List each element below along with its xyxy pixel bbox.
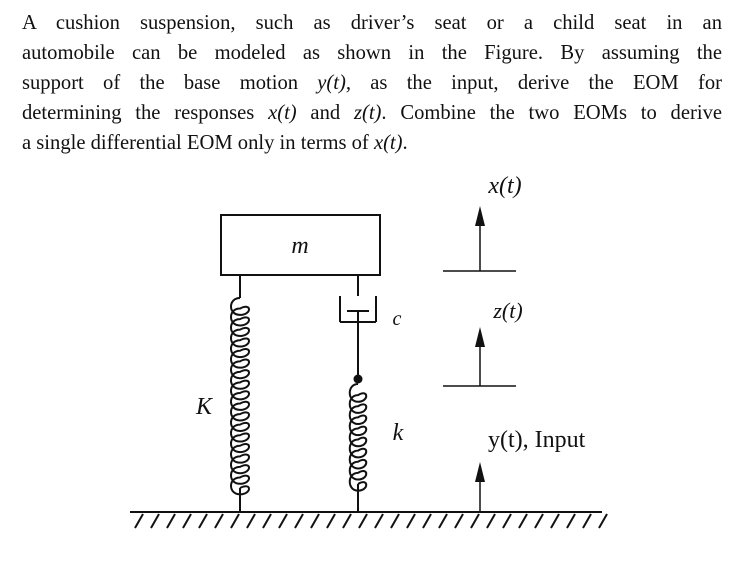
z-arrowhead — [475, 327, 485, 347]
hatch-mark — [486, 513, 496, 529]
hatch-mark — [438, 513, 448, 529]
mass-label: m — [291, 233, 308, 259]
hatch-mark — [502, 513, 512, 529]
hatch-mark — [134, 513, 144, 529]
problem-line-4-text-b: and — [296, 102, 354, 124]
ground-hatching — [134, 513, 608, 529]
damper — [339, 275, 377, 378]
hatch-mark — [230, 513, 240, 529]
hatch-mark — [550, 513, 560, 529]
hatch-mark — [582, 513, 592, 529]
problem-line-1-text: A cushion suspension, such as driver’s s… — [22, 12, 722, 34]
hatch-mark — [246, 513, 256, 529]
hatch-mark — [518, 513, 528, 529]
hatch-mark — [198, 513, 208, 529]
hatch-mark — [406, 513, 416, 529]
hatch-mark — [262, 513, 272, 529]
problem-line-2-text: automobile can be modeled as shown in th… — [22, 42, 722, 64]
math-y-of-t: y(t), — [317, 72, 352, 94]
problem-line-3: support of the base motion y(t), as the … — [22, 68, 722, 98]
z-label: z(t) — [492, 298, 522, 323]
problem-line-4: determining the responses x(t) and z(t).… — [22, 98, 722, 128]
hatch-mark — [214, 513, 224, 529]
hatch-mark — [310, 513, 320, 529]
hatch-mark — [390, 513, 400, 529]
y-arrowhead — [475, 462, 485, 482]
hatch-mark — [150, 513, 160, 529]
hatch-mark — [566, 513, 576, 529]
hatch-mark — [166, 513, 176, 529]
x-reference — [443, 222, 516, 272]
problem-line-3-text-b: as the input, derive the EOM for — [351, 72, 722, 94]
spring-big — [230, 275, 250, 512]
x-label: x(t) — [487, 173, 521, 199]
x-arrowhead — [475, 206, 485, 226]
hatch-mark — [422, 513, 432, 529]
problem-line-5-text-a: a single differential EOM only in terms … — [22, 132, 374, 154]
hatch-mark — [342, 513, 352, 529]
hatch-mark — [326, 513, 336, 529]
hatch-mark — [278, 513, 288, 529]
problem-line-1: A cushion suspension, such as driver’s s… — [22, 8, 722, 38]
problem-line-2: automobile can be modeled as shown in th… — [22, 38, 722, 68]
problem-line-5-text-b: . — [402, 132, 408, 154]
hatch-mark — [534, 513, 544, 529]
mass-block — [220, 214, 381, 276]
damper-label: c — [393, 308, 402, 330]
connection-node — [353, 374, 363, 384]
problem-line-3-text-a: support of the base motion — [22, 72, 318, 94]
z-reference — [443, 343, 516, 387]
math-x-of-t: x(t) — [268, 102, 297, 124]
y-label: y(t), Input — [488, 427, 586, 453]
math-x-of-t-final: x(t) — [373, 132, 403, 154]
problem-statement: A cushion suspension, such as driver’s s… — [22, 8, 722, 158]
hatch-mark — [374, 513, 384, 529]
spring-small — [348, 383, 368, 512]
hatch-mark — [454, 513, 464, 529]
problem-line-5: a single differential EOM only in terms … — [22, 128, 722, 158]
hatch-mark — [470, 513, 480, 529]
problem-line-4-text-a: determining the responses — [22, 102, 269, 124]
spring-small-label: k — [393, 420, 404, 446]
spring-big-label: K — [195, 394, 214, 420]
math-z-of-t: z(t) — [353, 102, 382, 124]
hatch-mark — [182, 513, 192, 529]
hatch-mark — [598, 513, 608, 529]
hatch-mark — [294, 513, 304, 529]
problem-line-4-text-c: . Combine the two EOMs to derive — [381, 102, 722, 124]
hatch-mark — [358, 513, 368, 529]
